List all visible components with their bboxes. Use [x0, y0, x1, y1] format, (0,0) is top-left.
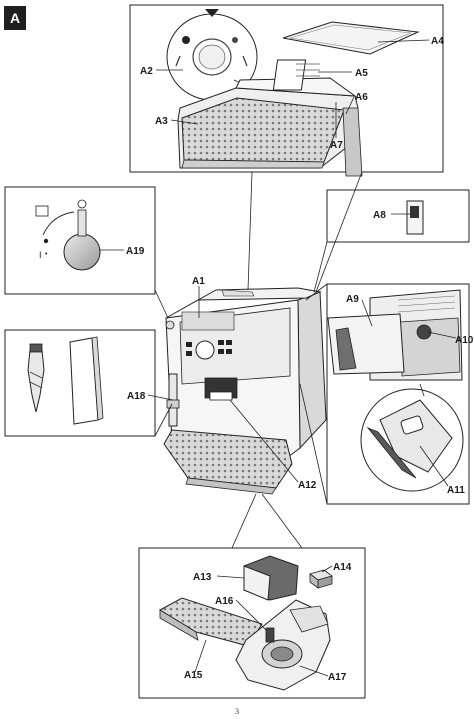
panel-steam-knob: I • [4, 186, 156, 295]
panel-brewing-unit [326, 283, 470, 505]
label-a18: A18 [127, 391, 146, 402]
label-a16: A16 [215, 596, 234, 607]
label-a5: A5 [355, 68, 368, 79]
label-a4: A4 [431, 36, 444, 47]
label-a3: A3 [155, 116, 168, 127]
label-a13: A13 [193, 572, 212, 583]
svg-text:I: I [39, 250, 42, 260]
label-a17: A17 [328, 672, 347, 683]
label-a11: A11 [447, 485, 465, 496]
part-labels: A2 A3 A4 A5 A6 A7 A8 A19 A1 A9 A10 A18 A… [126, 36, 474, 683]
label-a9: A9 [346, 294, 359, 305]
machine-top-body [177, 59, 363, 177]
label-a10: A10 [455, 335, 474, 346]
label-a12: A12 [298, 480, 317, 491]
label-a2: A2 [140, 66, 153, 77]
label-a7: A7 [330, 140, 343, 151]
label-a15: A15 [184, 670, 203, 681]
label-a8: A8 [373, 210, 386, 221]
panel-power-switch [326, 189, 470, 243]
leader-lines [100, 39, 457, 677]
section-badge: A [4, 6, 26, 30]
bean-lid-illustration [282, 21, 420, 55]
label-a1: A1 [192, 276, 205, 287]
panel-water-filter [4, 329, 156, 437]
panel-top-bean-container [129, 4, 444, 177]
page-number: 3 [235, 707, 239, 716]
label-a14: A14 [333, 562, 352, 573]
label-a19: A19 [126, 246, 145, 257]
label-a6: A6 [355, 92, 368, 103]
svg-text:•: • [45, 251, 48, 258]
panel-bottom-internal [138, 547, 366, 699]
